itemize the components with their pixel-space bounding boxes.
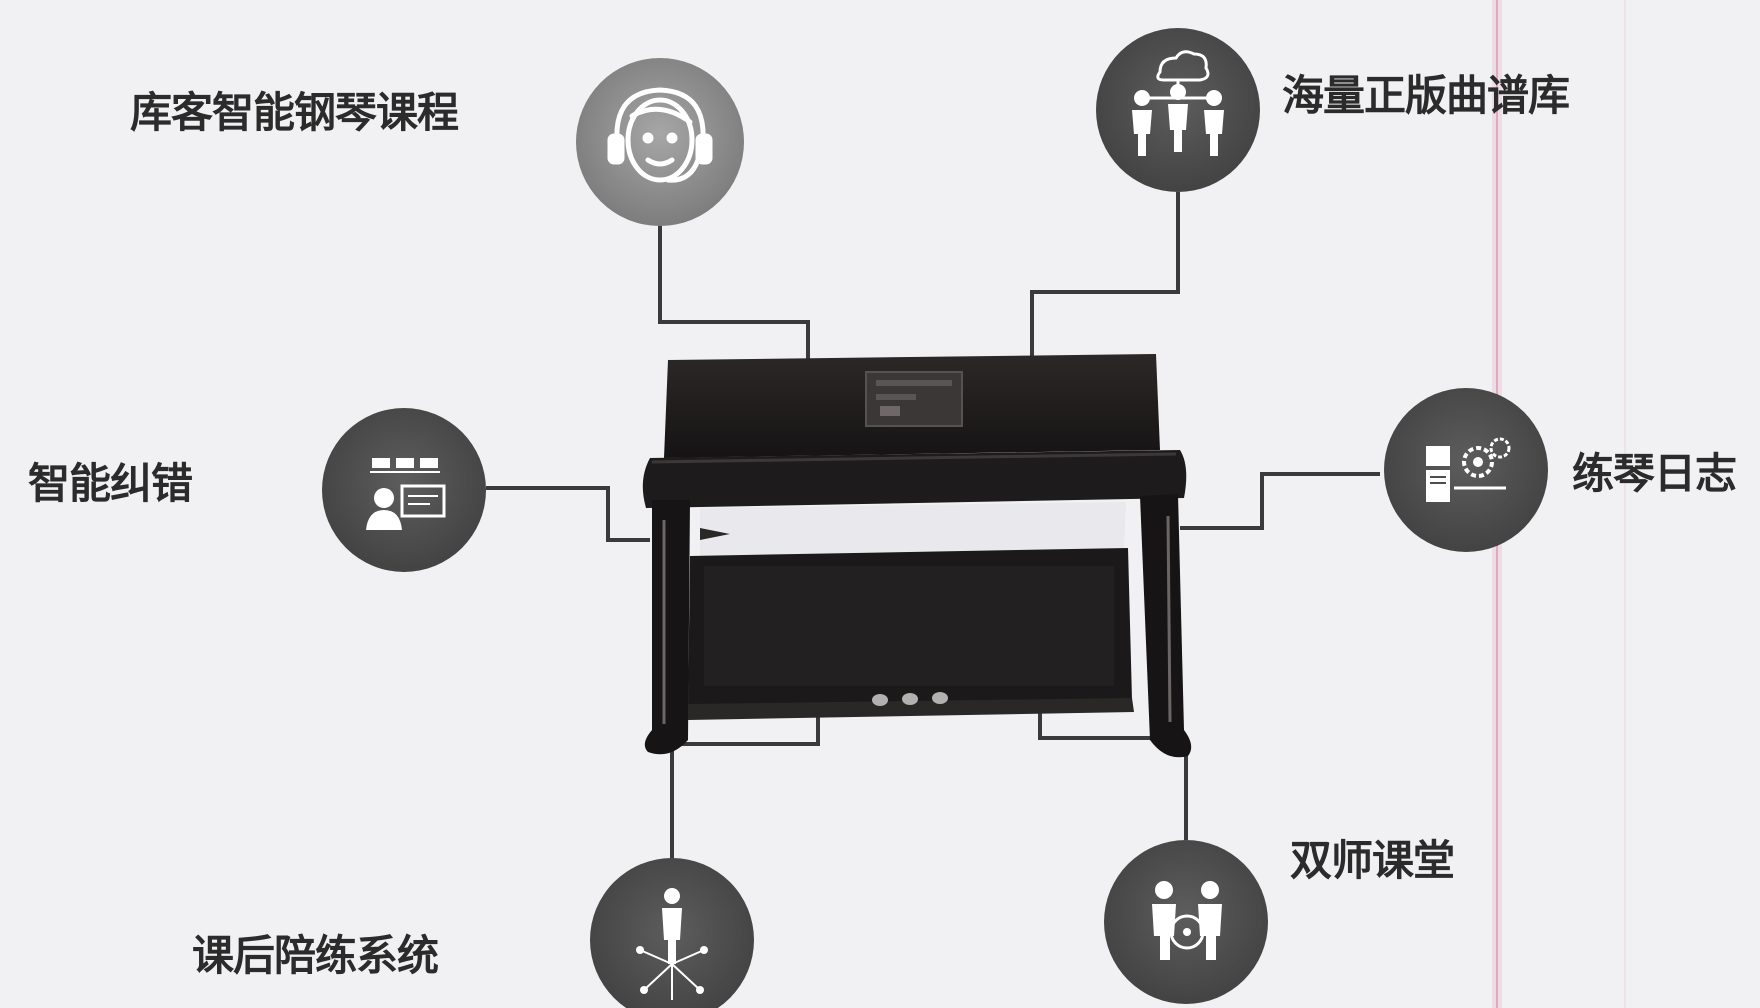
- document-gear-icon: [1426, 437, 1511, 502]
- headset-teacher-icon: [607, 87, 713, 183]
- connector-correction: [486, 486, 650, 542]
- course-node: [576, 58, 744, 226]
- dual-circle: [1104, 840, 1268, 1004]
- two-teachers-icon: [1152, 881, 1222, 960]
- classroom-screen-icon: [366, 458, 446, 530]
- dual-node: [1104, 840, 1268, 1004]
- correction-node: [322, 408, 486, 572]
- diary-label: 练琴日志: [1572, 449, 1737, 498]
- practice-node: [590, 858, 754, 1008]
- network-person-icon: [636, 888, 708, 1000]
- connectors: [486, 192, 1380, 860]
- upright-piano-icon: [642, 354, 1192, 758]
- cloud-users-icon: [1132, 50, 1224, 156]
- library-label: 海量正版曲谱库: [1282, 71, 1570, 120]
- correction-label: 智能纠错: [28, 459, 193, 508]
- connector-library: [1030, 192, 1180, 358]
- connector-course: [658, 218, 810, 360]
- practice-label: 课后陪练系统: [192, 931, 439, 980]
- connector-diary: [1180, 472, 1380, 530]
- connector-dual: [1038, 712, 1188, 840]
- library-node: [1096, 28, 1260, 192]
- course-label: 库客智能钢琴课程: [130, 88, 459, 137]
- connector-practice: [670, 712, 820, 860]
- diary-node: [1384, 388, 1548, 552]
- dual-teacher-label: 双师课堂: [1290, 836, 1455, 885]
- correction-circle: [322, 408, 486, 572]
- course-circle: [576, 58, 744, 226]
